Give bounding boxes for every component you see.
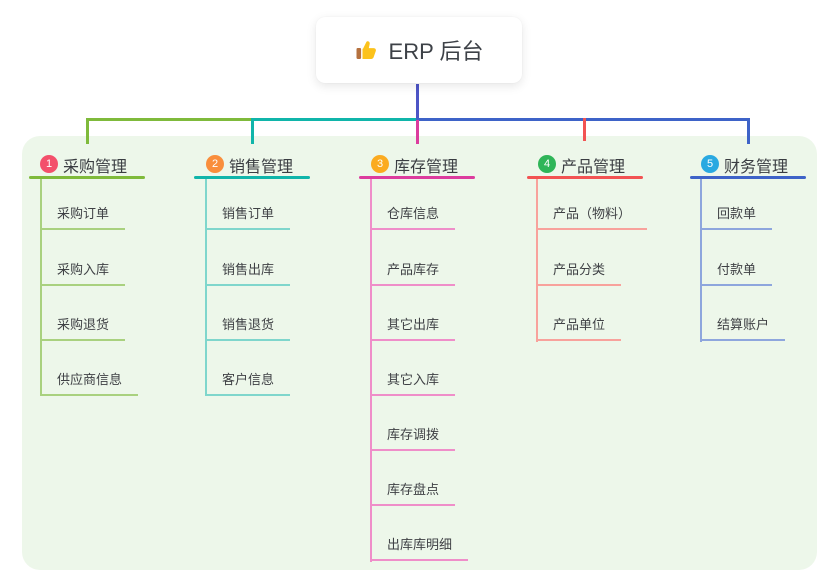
connector-bus-teal: [252, 118, 418, 121]
thumbs-up-icon: [355, 38, 379, 62]
child-node[interactable]: 销售退货: [205, 317, 291, 341]
branch-node[interactable]: 销售管理: [229, 159, 294, 176]
root-node-label: ERP 后台: [388, 39, 484, 64]
branch-underline: [690, 176, 806, 179]
branch-child-connector: [205, 177, 207, 396]
branch-child-connector: [40, 177, 42, 396]
child-node[interactable]: 销售出库: [205, 262, 291, 286]
connector-drop-inventory: [416, 120, 419, 144]
branch-number-badge: 1: [40, 155, 58, 173]
connector-bus-green: [86, 118, 254, 121]
connector-drop-purchase: [86, 118, 89, 144]
branch-number-badge: 5: [701, 155, 719, 173]
child-node[interactable]: 其它出库: [370, 317, 456, 341]
child-node[interactable]: 产品库存: [370, 262, 456, 286]
connector-drop-sales: [251, 118, 254, 144]
branch-node[interactable]: 产品管理: [561, 159, 626, 176]
child-node[interactable]: 供应商信息: [40, 372, 139, 396]
child-node[interactable]: 采购退货: [40, 317, 126, 341]
child-node[interactable]: 仓库信息: [370, 206, 456, 230]
connector-drop-finance: [747, 118, 750, 144]
connector-drop-product: [583, 118, 586, 141]
child-node[interactable]: 库存盘点: [370, 482, 456, 506]
connector-root-stem: [416, 84, 419, 121]
branch-underline: [527, 176, 643, 179]
branch-underline: [29, 176, 145, 179]
branch-number-badge: 4: [538, 155, 556, 173]
child-node[interactable]: 其它入库: [370, 372, 456, 396]
child-node[interactable]: 销售订单: [205, 206, 291, 230]
branches-panel: [22, 136, 817, 570]
child-node[interactable]: 回款单: [700, 206, 773, 230]
child-node[interactable]: 产品单位: [536, 317, 622, 341]
child-node[interactable]: 产品分类: [536, 262, 622, 286]
branch-child-connector: [370, 177, 372, 562]
child-node[interactable]: 产品（物料）: [536, 206, 648, 230]
child-node[interactable]: 结算账户: [700, 317, 786, 341]
child-node[interactable]: 付款单: [700, 262, 773, 286]
branch-number-badge: 2: [206, 155, 224, 173]
branch-underline: [194, 176, 310, 179]
child-node[interactable]: 采购入库: [40, 262, 126, 286]
branch-node[interactable]: 采购管理: [63, 159, 128, 176]
branch-node[interactable]: 财务管理: [724, 159, 789, 176]
child-node[interactable]: 库存调拨: [370, 427, 456, 451]
root-node[interactable]: ERP 后台: [316, 17, 522, 83]
branch-underline: [359, 176, 475, 179]
branch-child-connector: [536, 177, 538, 342]
branch-number-badge: 3: [371, 155, 389, 173]
child-node[interactable]: 采购订单: [40, 206, 126, 230]
branch-node[interactable]: 库存管理: [394, 159, 459, 176]
child-node[interactable]: 出库库明细: [370, 537, 469, 561]
child-node[interactable]: 客户信息: [205, 372, 291, 396]
branch-child-connector: [700, 177, 702, 342]
